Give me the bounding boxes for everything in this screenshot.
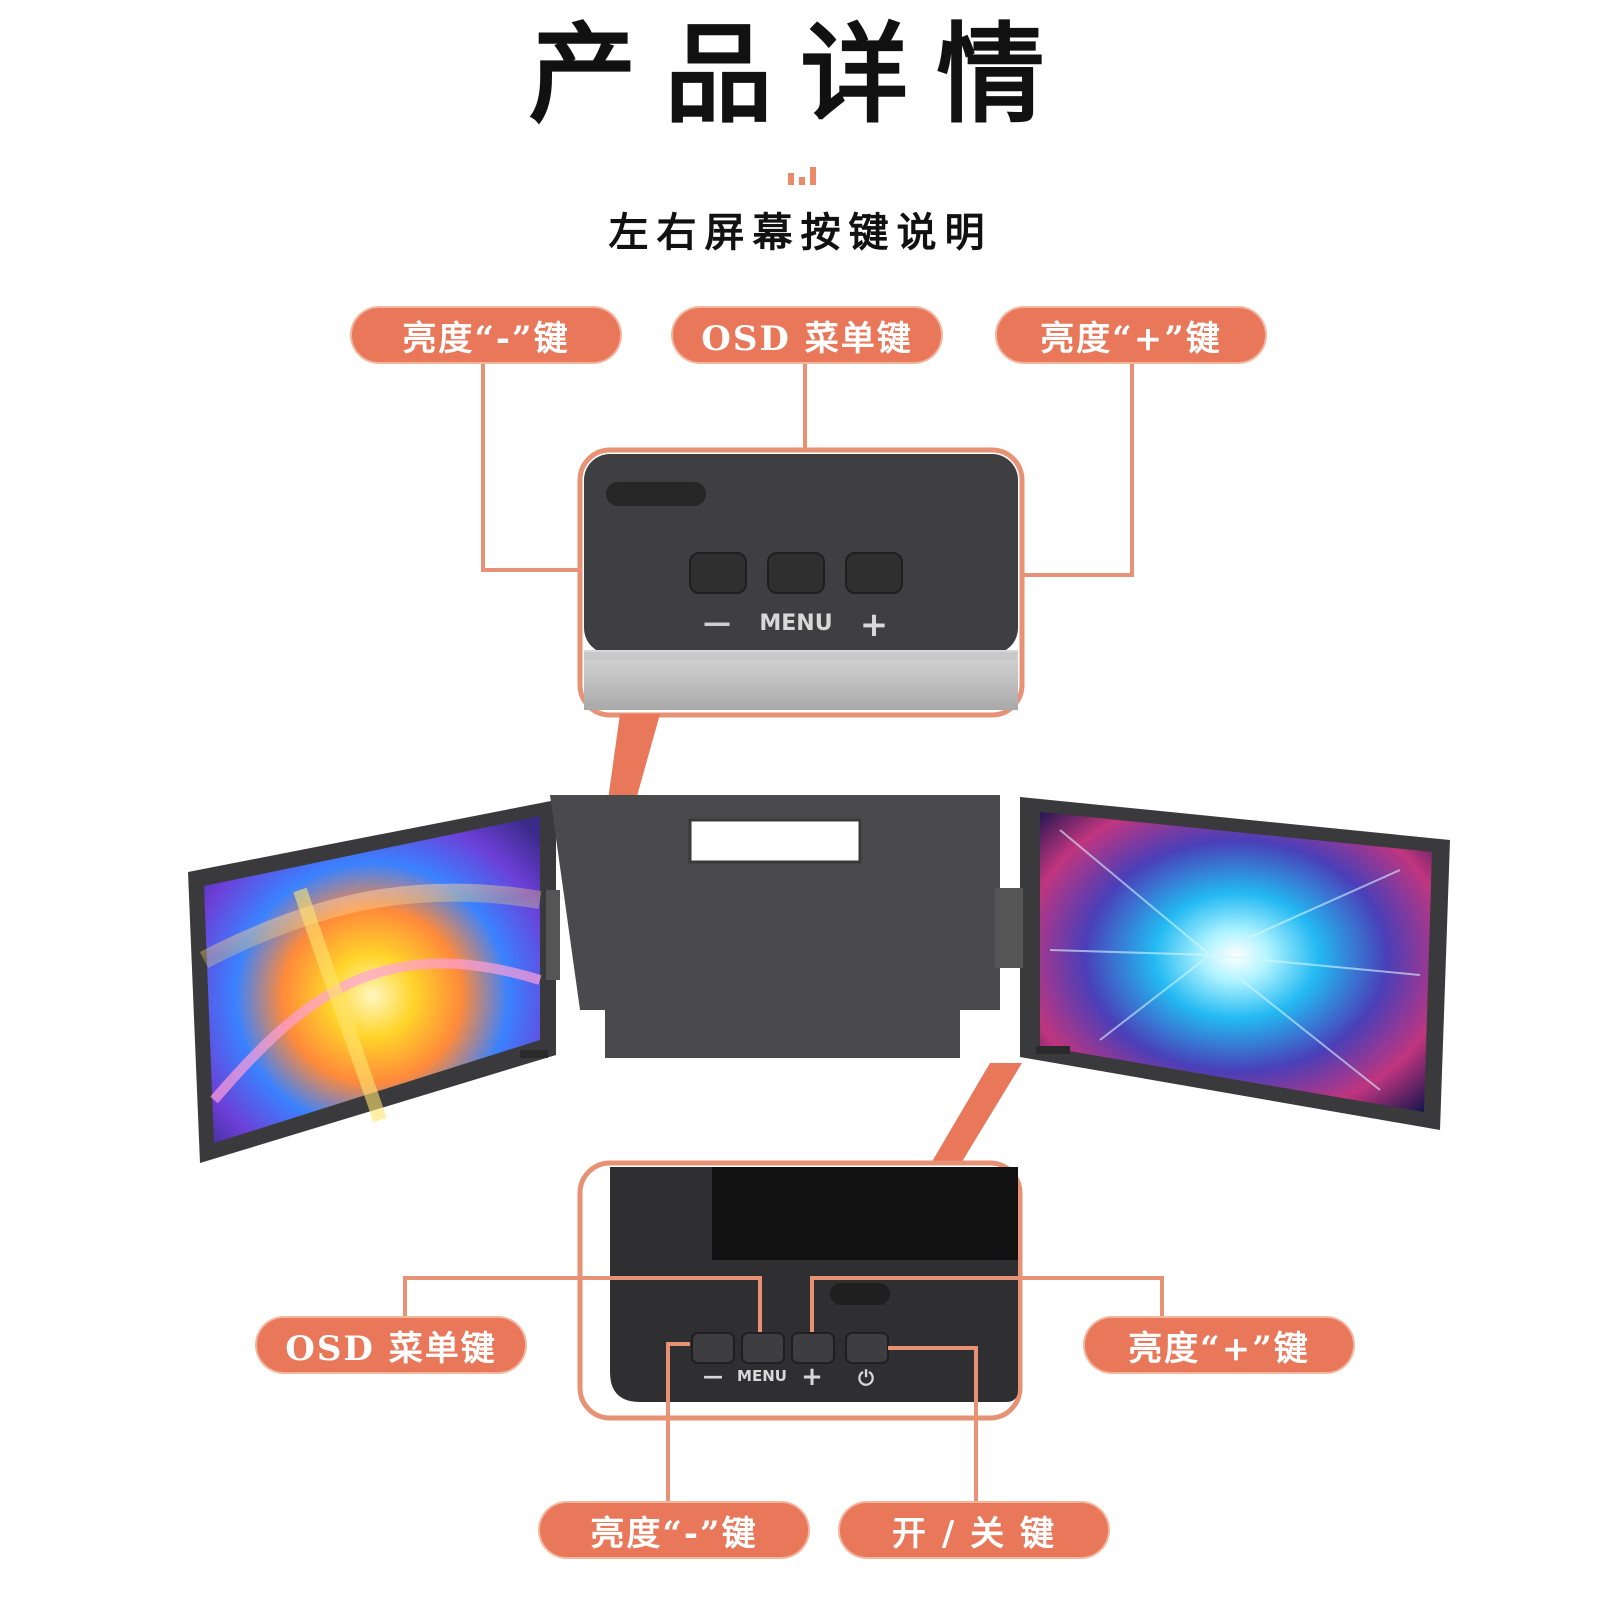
callout-brightness-minus-top: 亮度“-”键: [352, 308, 620, 362]
top-menu-label: MENU: [759, 611, 832, 636]
top-slot: [606, 482, 706, 506]
top-minus-symbol: —: [703, 606, 731, 639]
bottom-button-panel: — MENU + ⏻: [577, 1160, 1023, 1421]
bottom-menu-button: [741, 1332, 785, 1364]
callout-brightness-plus-top: 亮度“+”键: [997, 308, 1265, 362]
page-title: 产品详情: [528, 12, 1073, 138]
line-bottom-power: [888, 1346, 978, 1503]
section-subtitle: 左右屏幕按键说明: [608, 209, 993, 256]
center-stand: [550, 795, 1000, 1058]
callout-power: 开 / 关 键: [840, 1503, 1108, 1557]
callout-brightness-minus-bottom: 亮度“-”键: [540, 1503, 808, 1557]
left-monitor: [188, 800, 560, 1163]
top-plus-symbol: +: [860, 605, 889, 645]
top-plus-button: [845, 552, 903, 594]
top-button-panel: — MENU +: [577, 447, 1025, 718]
callout-brightness-plus-bottom: 亮度“+”键: [1085, 1318, 1353, 1372]
bottom-power-button: [845, 1332, 889, 1364]
bottom-plus-symbol: +: [801, 1362, 823, 1392]
top-minus-button: [689, 552, 747, 594]
callout-osd-menu-top: OSD 菜单键: [673, 308, 941, 362]
top-menu-button: [767, 552, 825, 594]
bottom-callout-lines: [403, 1276, 1164, 1503]
callout-osd-menu-bottom: OSD 菜单键: [257, 1318, 525, 1372]
title-divider-icon: [788, 167, 820, 185]
line-bottom-osd: [403, 1276, 762, 1332]
right-monitor: [995, 797, 1450, 1130]
bottom-minus-button: [691, 1332, 735, 1364]
bottom-menu-label: MENU: [737, 1367, 787, 1385]
bottom-pointer-wedge: [930, 1063, 1022, 1165]
line-bottom-minus: [666, 1342, 690, 1503]
line-bottom-plus: [810, 1276, 1164, 1332]
bottom-minus-symbol: —: [703, 1364, 723, 1388]
power-icon: ⏻: [858, 1366, 874, 1390]
bottom-slot: [830, 1283, 890, 1305]
bottom-plus-button: [791, 1332, 835, 1364]
